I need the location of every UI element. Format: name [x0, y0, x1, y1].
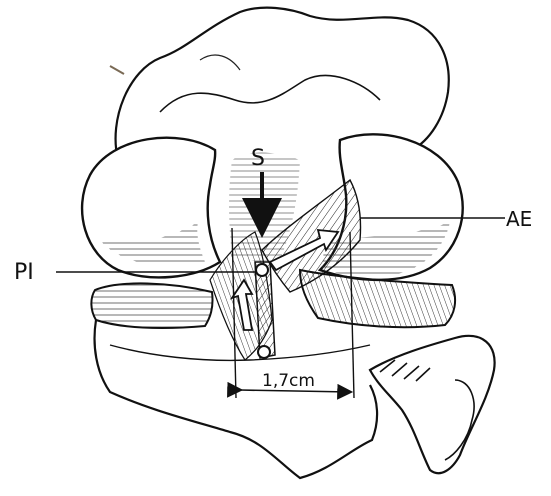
fixation-point-upper [256, 264, 268, 276]
femur-contour [160, 76, 380, 112]
fixation-point-lower [258, 346, 270, 358]
label-pi: PI [14, 260, 34, 285]
label-measurement: 1,7cm [262, 371, 315, 391]
fibula [370, 336, 495, 473]
label-ae: AE [506, 207, 532, 231]
label-s: S [251, 146, 265, 171]
femur-detail [200, 55, 240, 70]
meniscus-left [91, 283, 212, 328]
stray-mark [110, 66, 124, 74]
